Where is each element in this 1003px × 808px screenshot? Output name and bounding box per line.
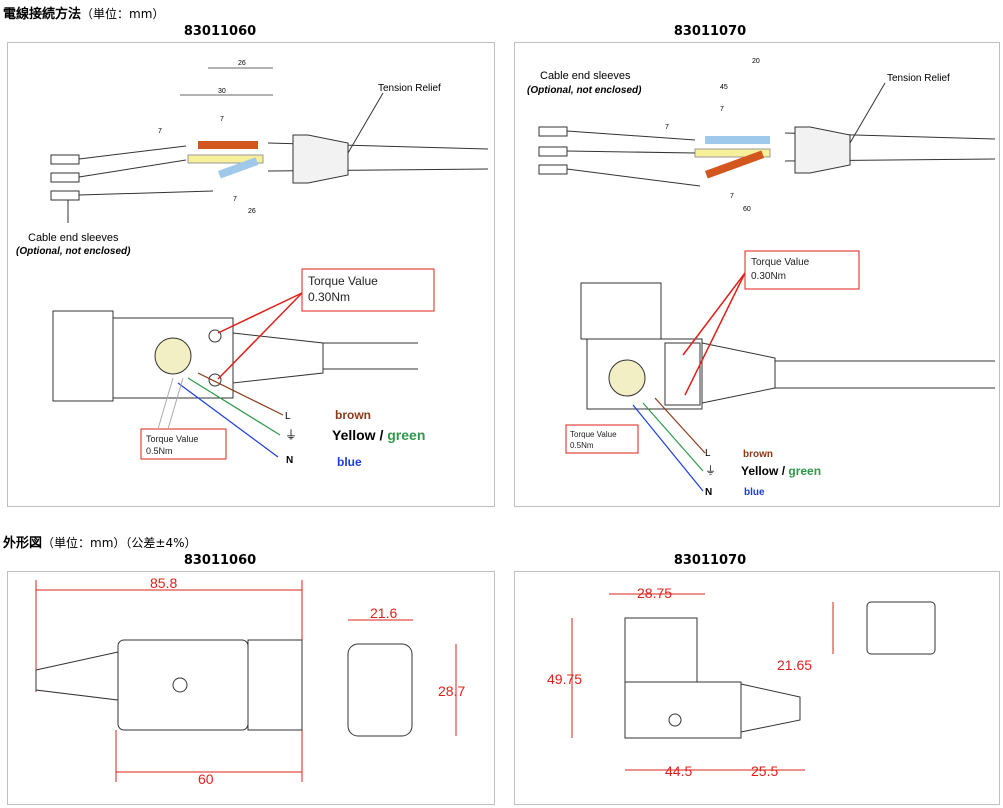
torque-top-value-right: 0.30Nm <box>751 271 786 282</box>
wire-dim-left-d: 7 <box>220 116 224 123</box>
yellow-green-label-left: Yellow / green <box>332 427 425 443</box>
lead-N-right: N <box>705 487 712 498</box>
sleeves-label-right: Cable end sleeves <box>540 70 631 82</box>
wiring-unit-text: （単位：mm） <box>81 7 165 21</box>
green-text-left: green <box>387 427 425 443</box>
blue-label-left: blue <box>337 455 362 469</box>
outline-section-title: 外形図（単位：mm）（公差±4%） <box>3 532 197 551</box>
slash-text-right: / <box>778 464 788 478</box>
brown-label-left: brown <box>335 408 371 422</box>
outline-right-model: 83011070 <box>673 553 747 568</box>
dim-top-right: 28.75 <box>637 585 672 601</box>
sleeves-note-left: (Optional, not enclosed) <box>16 246 131 257</box>
outline-title-text: 外形図 <box>3 536 43 551</box>
dim-face-right: 21.65 <box>777 657 812 673</box>
wire-dim-right-f: 60 <box>743 206 751 213</box>
wire-dim-left-e: 7 <box>233 196 237 203</box>
lead-N-left: N <box>286 455 293 466</box>
dim-height-right: 49.75 <box>547 671 582 687</box>
wire-dim-left-f: 26 <box>248 208 256 215</box>
wiring-title-text: 電線接続方法 <box>3 7 82 22</box>
sleeves-label-left: Cable end sleeves <box>28 232 119 244</box>
wiring-panel-right: 20 45 7 7 7 60 Tension Relief Cable end … <box>514 42 1000 507</box>
yellow-text-right: Yellow <box>741 464 779 478</box>
tension-relief-label-right: Tension Relief <box>887 73 950 84</box>
wire-dim-right-b: 45 <box>720 84 728 91</box>
dim-width-left: 21.6 <box>370 605 397 621</box>
wire-dim-left-c: 7 <box>158 128 162 135</box>
wiring-left-model: 83011060 <box>183 24 257 39</box>
wiring-diagram-right: 20 45 7 7 7 60 Tension Relief Cable end … <box>527 58 996 498</box>
wire-dim-left-a: 26 <box>238 60 246 67</box>
torque-bottom-label-right: Torque Value <box>570 430 617 439</box>
torque-top-value-left: 0.30Nm <box>308 290 350 304</box>
wire-dim-right-a: 20 <box>752 58 760 65</box>
dim-bottom-b-right: 25.5 <box>751 763 778 779</box>
wire-dim-right-d: 7 <box>720 106 724 113</box>
wiring-diagram-left: 26 30 7 7 7 26 Tension Relief Cable end … <box>16 60 489 469</box>
dim-height-left: 28.7 <box>438 683 465 699</box>
outline-panel-left: 85.8 60 21.6 28.7 <box>7 571 495 805</box>
brown-label-right: brown <box>743 449 773 460</box>
wiring-panel-left: 26 30 7 7 7 26 Tension Relief Cable end … <box>7 42 495 507</box>
green-text-right: green <box>788 464 821 478</box>
dim-bottom-a-right: 44.5 <box>665 763 692 779</box>
yellow-green-label-right: Yellow / green <box>741 464 821 478</box>
lead-L-right: L <box>705 448 711 459</box>
outline-left-model: 83011060 <box>183 553 257 568</box>
wiring-section-title: 電線接続方法（単位：mm） <box>3 3 164 22</box>
dim-body-left: 60 <box>198 771 214 787</box>
torque-bottom-value-left: 0.5Nm <box>146 446 173 456</box>
wire-dim-left-b: 30 <box>218 88 226 95</box>
outline-unit-text: （単位：mm）（公差±4%） <box>42 536 197 550</box>
outline-diagram-right: 28.75 49.75 21.65 44.5 25.5 <box>547 585 936 779</box>
sleeves-note-right: (Optional, not enclosed) <box>527 85 642 96</box>
outline-panel-right: 28.75 49.75 21.65 44.5 25.5 <box>514 571 1000 805</box>
lead-L-left: L <box>285 411 291 422</box>
torque-top-label-right: Torque Value <box>751 257 810 268</box>
yellow-text-left: Yellow <box>332 427 376 443</box>
wiring-right-model: 83011070 <box>673 24 747 39</box>
ground-icon-left: ⏚ <box>285 428 297 442</box>
tension-relief-label-left: Tension Relief <box>378 83 441 94</box>
slash-text-left: / <box>376 427 388 443</box>
outline-diagram-left: 85.8 60 21.6 28.7 <box>35 575 465 787</box>
torque-bottom-label-left: Torque Value <box>146 434 198 444</box>
torque-top-label-left: Torque Value <box>308 274 378 288</box>
ground-icon-right: ⏚ <box>705 464 716 477</box>
wire-dim-right-c: 7 <box>665 124 669 131</box>
blue-label-right: blue <box>744 487 765 498</box>
wire-dim-right-e: 7 <box>730 193 734 200</box>
dim-length-left: 85.8 <box>150 575 177 591</box>
torque-bottom-value-right: 0.5Nm <box>570 441 594 450</box>
